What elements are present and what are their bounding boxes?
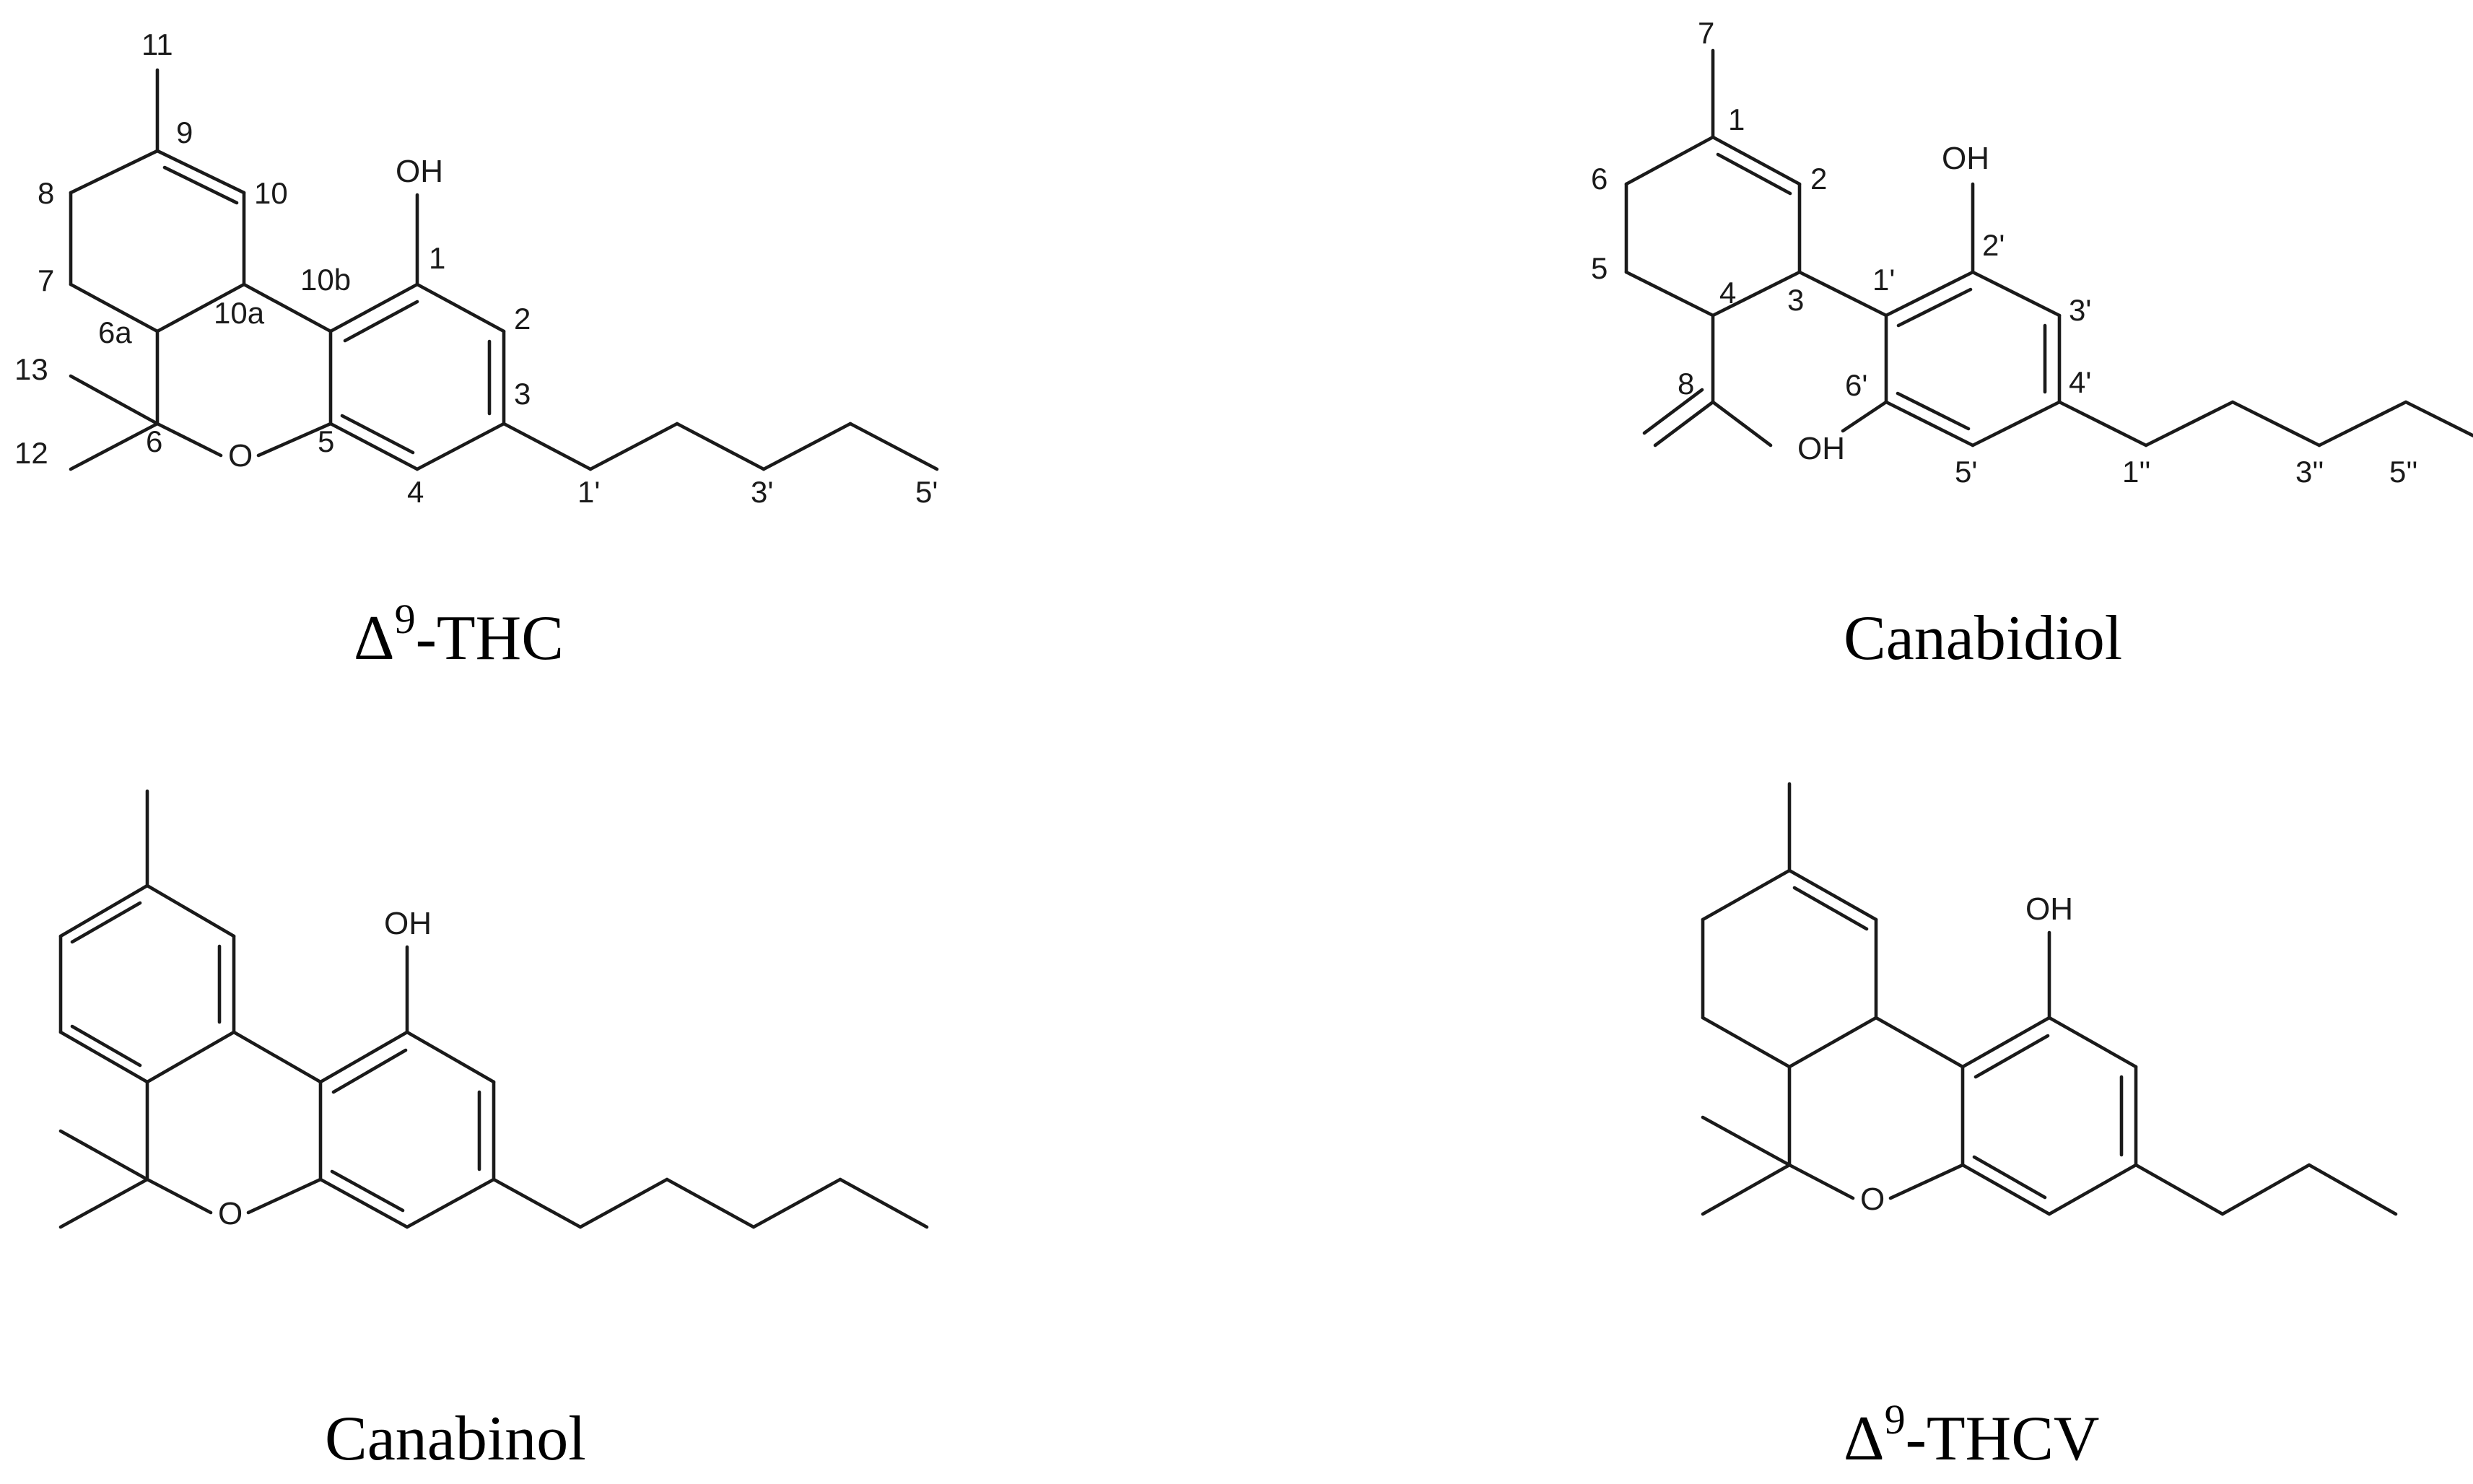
cbd-hydroxyl-top-label: OH bbox=[1942, 141, 1989, 176]
cbd-num-1-double-prime: 1'' bbox=[2122, 455, 2150, 489]
cbd-num-6: 6 bbox=[1591, 162, 1608, 196]
cbd-num-8: 8 bbox=[1678, 367, 1694, 401]
thc-num-10b: 10b bbox=[300, 263, 351, 297]
cbd-num-2: 2 bbox=[1810, 162, 1827, 196]
thc-caption: Δ9-THC bbox=[354, 595, 564, 673]
thc-structure: OH O 11 9 10 8 7 6a 10a 10b 1 2 3 13 12 … bbox=[14, 27, 939, 673]
cbn-caption: Canabinol bbox=[325, 1404, 586, 1474]
cbn-hydroxyl-label: OH bbox=[384, 906, 432, 941]
cbd-num-5-double-prime: 5'' bbox=[2389, 455, 2417, 489]
thc-atom-numbering: 11 9 10 8 7 6a 10a 10b 1 2 3 13 12 6 5 4… bbox=[14, 27, 938, 509]
thc-num-7: 7 bbox=[38, 263, 54, 297]
thcv-ring-oxygen-label: O bbox=[1860, 1182, 1885, 1217]
cbd-hydroxyl-bottom-label: OH bbox=[1797, 431, 1845, 466]
cbd-num-5-prime: 5' bbox=[1955, 455, 1977, 489]
cbd-num-3-double-prime: 3'' bbox=[2295, 455, 2324, 489]
cbd-num-6-prime: 6' bbox=[1845, 368, 1867, 402]
thc-num-1-prime: 1' bbox=[577, 475, 600, 509]
cbd-num-1: 1 bbox=[1728, 102, 1745, 136]
thcv-bonds bbox=[1701, 782, 2398, 1216]
thc-num-10a: 10a bbox=[214, 296, 265, 330]
thc-num-6a: 6a bbox=[98, 315, 132, 349]
thc-num-3: 3 bbox=[514, 377, 531, 411]
cbd-num-4: 4 bbox=[1719, 276, 1736, 310]
cbd-num-4-prime: 4' bbox=[2069, 365, 2091, 399]
cbd-caption: Canabidiol bbox=[1844, 603, 2122, 673]
thc-num-8: 8 bbox=[38, 176, 54, 210]
thcv-hydroxyl-label: OH bbox=[2025, 891, 2073, 927]
cbd-structure: OH OH 7 1 2 6 5 4 3 1' 2' 3' 8 6' 4' 5' … bbox=[1591, 16, 2473, 673]
thc-ring-oxygen-label: O bbox=[228, 438, 253, 473]
cbd-num-3: 3 bbox=[1787, 283, 1804, 317]
thc-num-13: 13 bbox=[14, 352, 48, 386]
thc-bonds bbox=[69, 68, 939, 471]
cbd-atom-numbering: 7 1 2 6 5 4 3 1' 2' 3' 8 6' 4' 5' 1'' 3'… bbox=[1591, 16, 2417, 489]
thc-hydroxyl-label: OH bbox=[396, 154, 443, 189]
cbd-bonds bbox=[1624, 48, 2473, 448]
thc-num-3-prime: 3' bbox=[751, 475, 773, 509]
cbd-num-3-prime: 3' bbox=[2069, 293, 2091, 327]
thcv-caption: Δ9-THCV bbox=[1844, 1396, 2099, 1474]
thcv-structure: OH O Δ9-THCV bbox=[1701, 782, 2398, 1474]
cbd-num-1-prime: 1' bbox=[1872, 263, 1895, 297]
cbd-num-7: 7 bbox=[1698, 16, 1714, 50]
thc-num-4: 4 bbox=[407, 475, 424, 509]
thc-num-1: 1 bbox=[429, 241, 445, 275]
cbd-num-2-prime: 2' bbox=[1982, 228, 2005, 262]
thc-num-11: 11 bbox=[141, 27, 173, 61]
thc-num-5-prime: 5' bbox=[915, 475, 938, 509]
thc-num-9: 9 bbox=[176, 115, 193, 149]
thc-num-5: 5 bbox=[318, 424, 334, 458]
thc-num-6: 6 bbox=[146, 424, 162, 458]
cbn-ring-oxygen-label: O bbox=[218, 1196, 243, 1231]
cbn-bonds bbox=[58, 789, 929, 1229]
cbd-num-5: 5 bbox=[1591, 251, 1608, 285]
cbn-structure: OH O Canabinol bbox=[58, 789, 929, 1474]
thc-num-2: 2 bbox=[514, 302, 531, 336]
thc-num-12: 12 bbox=[14, 436, 48, 470]
thc-num-10: 10 bbox=[254, 176, 288, 210]
